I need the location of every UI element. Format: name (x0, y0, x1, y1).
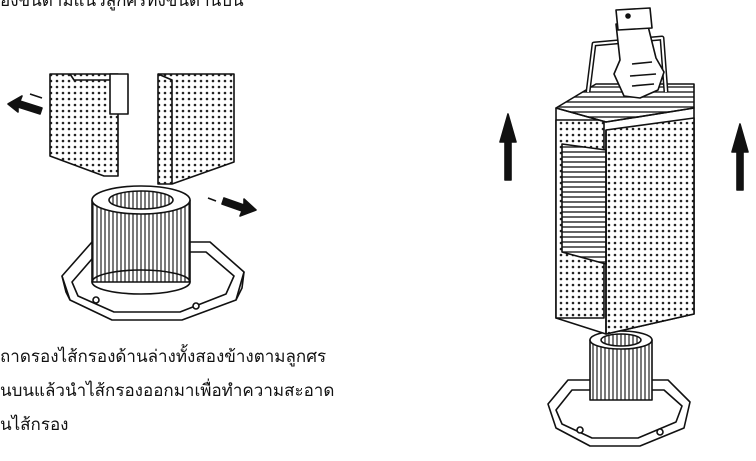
housing-left (49, 73, 119, 177)
arrow-down-right (221, 197, 257, 217)
hand-icon (613, 23, 665, 99)
arrow-up-left (7, 95, 43, 115)
lift-up-illustration (499, 7, 749, 447)
arrow-up (499, 113, 517, 181)
filter-removal-illustration (7, 73, 257, 321)
instruction-line-3: นไส้กรอง (0, 415, 69, 435)
housing-right (157, 73, 235, 185)
instruction-line-1: ถาดรองไส้กรองด้านล่างทั้งสองข้างตามลูกศร (0, 347, 327, 367)
instruction-line-2: นบนแล้วนำไส้กรองออกมาเพื่อทำความสะอาด (0, 381, 335, 401)
grill-panel (561, 143, 607, 265)
instruction-top-line: องขึ้นตามแนวลูกศรทั้งขึ้นด้านบน (0, 0, 244, 11)
arrow-up (731, 123, 749, 191)
